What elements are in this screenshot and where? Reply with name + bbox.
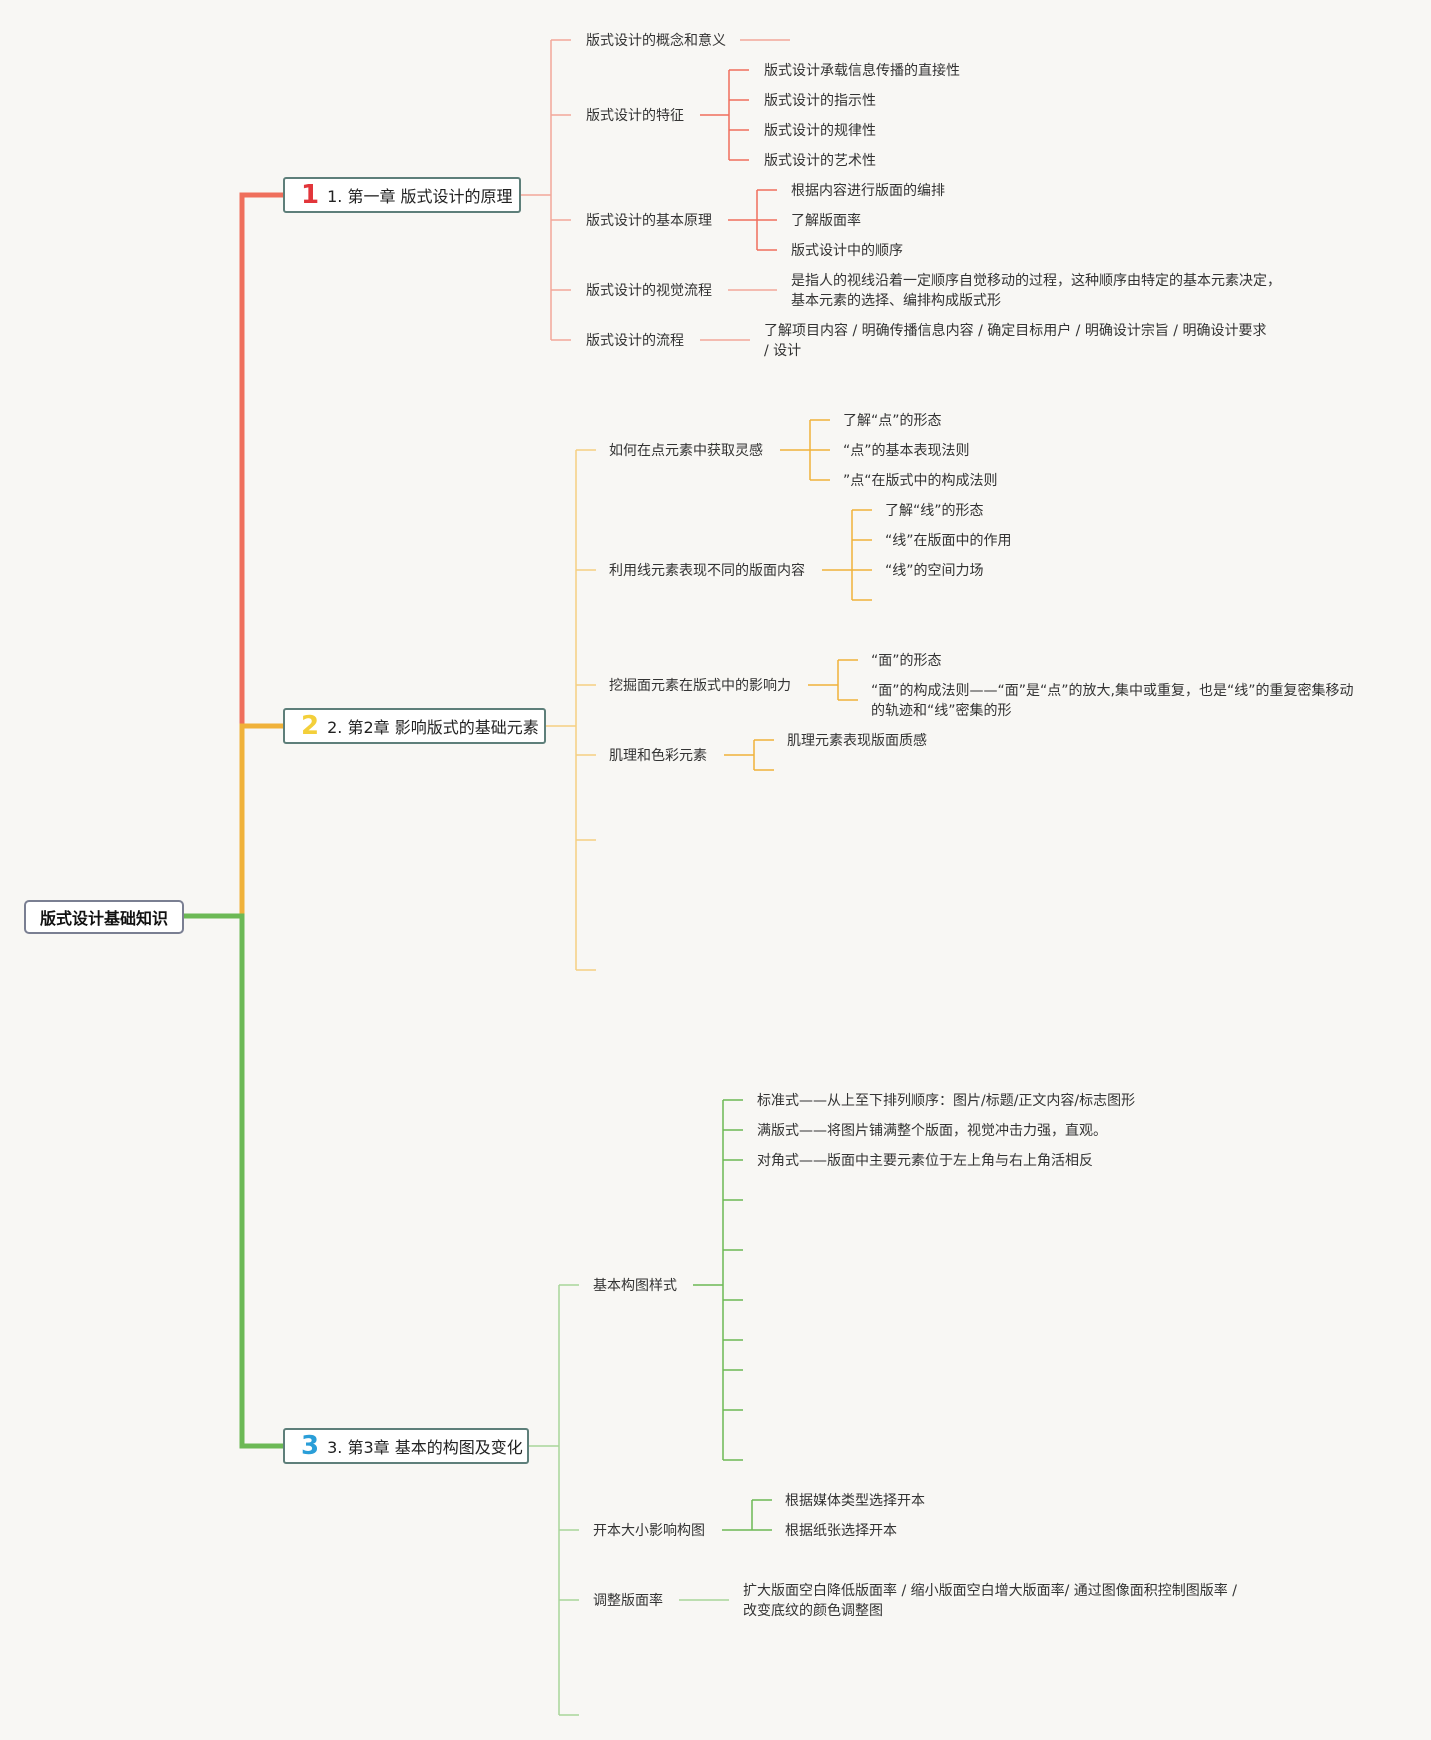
ch1-features-bracket <box>700 69 749 161</box>
ch2-line-1[interactable]: 了解“线”的形态 <box>885 503 984 519</box>
ch1-feature-1[interactable]: 版式设计承载信息传播的直接性 <box>764 63 960 79</box>
ch1-process-desc[interactable]: 了解项目内容 / 明确传播信息内容 / 确定目标用户 / 明确设计宗旨 / 明确… <box>764 323 1267 359</box>
root-branch-2 <box>184 723 283 919</box>
ch2-section-point[interactable]: 如何在点元素中获取灵感 <box>609 443 763 459</box>
ch1-principle-2[interactable]: 了解版面率 <box>791 213 861 229</box>
chapter-2-number-icon: 2 <box>301 711 320 741</box>
ch2-texture-bracket <box>724 739 774 771</box>
ch3-section-layout-styles[interactable]: 基本构图样式 <box>593 1278 677 1294</box>
root-topic[interactable]: 版式设计基础知识 <box>24 900 184 934</box>
ch2-section-texture[interactable]: 肌理和色彩元素 <box>609 748 707 764</box>
ch2-line-2[interactable]: “线”在版面中的作用 <box>885 533 1012 549</box>
ch1-visual-flow-desc[interactable]: 是指人的视线沿着一定顺序自觉移动的过程，这种顺序由特定的基本元素决定，基本元素的… <box>791 273 1281 309</box>
ch3-sections-bracket <box>529 1284 579 1716</box>
ch2-line-bracket <box>822 509 872 601</box>
ch2-plane-2[interactable]: “面”的构成法则——“面”是“点”的放大,集中或重复，也是“线”的重复密集移动的… <box>871 683 1354 719</box>
ch1-principle-1[interactable]: 根据内容进行版面的编排 <box>791 183 945 199</box>
chapter-2-topic[interactable]: 2 2. 第2章 影响版式的基础元素 <box>283 708 546 744</box>
ch2-plane-bracket <box>808 659 858 701</box>
ch3-style-1[interactable]: 标准式——从上至下排列顺序：图片/标题/正文内容/标志图形 <box>757 1093 1136 1109</box>
chapter-3-label: 3. 第3章 基本的构图及变化 <box>327 1438 523 1457</box>
ch3-section-format-size[interactable]: 开本大小影响构图 <box>593 1523 705 1539</box>
ch1-section-concept[interactable]: 版式设计的概念和意义 <box>586 33 726 49</box>
ch2-sections-bracket <box>546 449 596 971</box>
ch2-point-2[interactable]: “点”的基本表现法则 <box>843 443 970 459</box>
root-branch-3 <box>184 913 283 1449</box>
chapter-2-label: 2. 第2章 影响版式的基础元素 <box>327 718 539 737</box>
ch1-sections-bracket <box>521 39 571 341</box>
root-topic-label: 版式设计基础知识 <box>39 909 168 928</box>
ch3-section-adjust-ratio[interactable]: 调整版面率 <box>593 1593 663 1609</box>
ch3-format-bracket <box>722 1499 772 1531</box>
ch3-style-2[interactable]: 满版式——将图片铺满整个版面，视觉冲击力强，直观。 <box>757 1123 1107 1139</box>
chapter-1-label: 1. 第一章 版式设计的原理 <box>327 187 513 206</box>
chapter-1-number-icon: 1 <box>301 180 320 210</box>
ch3-styles-bracket <box>693 1099 743 1461</box>
chapter-3-number-icon: 3 <box>301 1431 320 1461</box>
chapter-3-topic[interactable]: 3 3. 第3章 基本的构图及变化 <box>283 1428 529 1464</box>
chapter-1-topic[interactable]: 1 1. 第一章 版式设计的原理 <box>283 177 521 213</box>
ch2-point-bracket <box>780 419 830 481</box>
ch1-section-process[interactable]: 版式设计的流程 <box>586 333 684 349</box>
ch1-section-features[interactable]: 版式设计的特征 <box>586 108 684 124</box>
ch2-line-3[interactable]: “线”的空间力场 <box>885 563 984 579</box>
ch2-plane-1[interactable]: “面”的形态 <box>871 653 942 669</box>
ch3-format-1[interactable]: 根据媒体类型选择开本 <box>785 1493 925 1509</box>
ch1-section-principles[interactable]: 版式设计的基本原理 <box>586 213 712 229</box>
ch3-style-3[interactable]: 对角式——版面中主要元素位于左上角与右上角活相反 <box>757 1153 1093 1169</box>
ch1-feature-2[interactable]: 版式设计的指示性 <box>764 93 876 109</box>
ch2-point-3[interactable]: ”点“在版式中的构成法则 <box>843 473 998 489</box>
ch3-ratio-desc[interactable]: 扩大版面空白降低版面率 / 缩小版面空白增大版面率/ 通过图像面积控制图版率 /… <box>743 1583 1237 1619</box>
ch3-format-2[interactable]: 根据纸张选择开本 <box>785 1523 897 1539</box>
ch2-section-line[interactable]: 利用线元素表现不同的版面内容 <box>609 563 805 579</box>
ch2-section-plane[interactable]: 挖掘面元素在版式中的影响力 <box>609 678 791 694</box>
ch1-principle-3[interactable]: 版式设计中的顺序 <box>791 243 903 259</box>
ch2-texture-1[interactable]: 肌理元素表现版面质感 <box>787 733 927 749</box>
ch1-feature-4[interactable]: 版式设计的艺术性 <box>764 153 876 169</box>
ch1-principles-bracket <box>728 189 777 251</box>
ch2-point-1[interactable]: 了解“点”的形态 <box>843 413 942 429</box>
ch1-feature-3[interactable]: 版式设计的规律性 <box>764 123 876 139</box>
ch1-section-visual-flow[interactable]: 版式设计的视觉流程 <box>586 283 712 299</box>
root-branch-1 <box>184 192 283 919</box>
